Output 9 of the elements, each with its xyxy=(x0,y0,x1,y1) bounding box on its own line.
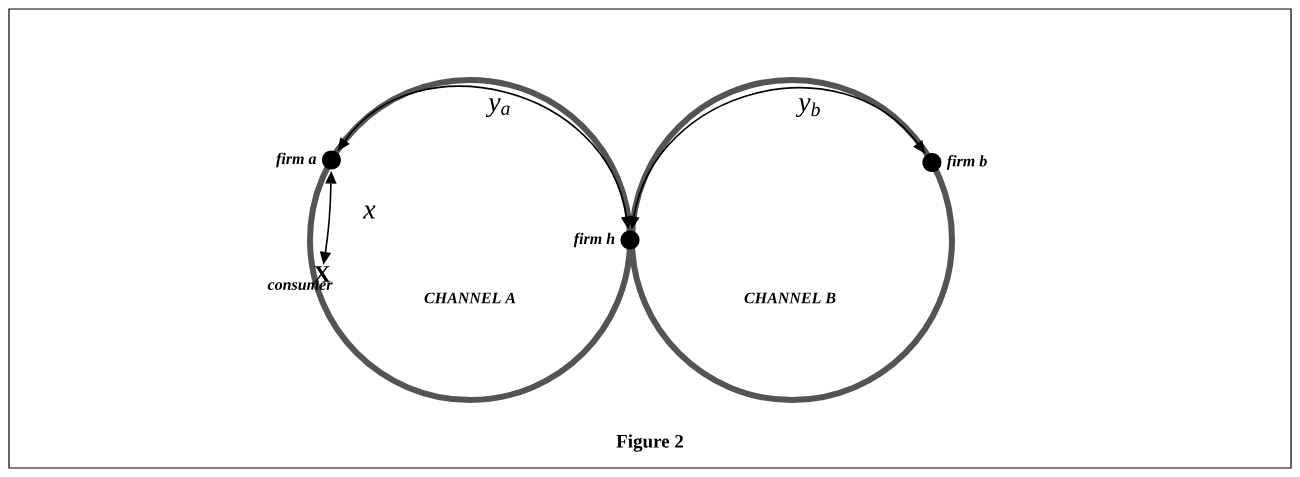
channel-label: CHANNEL A xyxy=(424,292,516,304)
firm-label: firm a xyxy=(276,152,317,168)
caption: Figure 2 xyxy=(616,434,684,452)
firm-label: firm b xyxy=(946,155,987,170)
edge-label: y$_{b}$ xyxy=(795,98,820,118)
firm-label: firm h xyxy=(573,232,615,248)
edge-label: y$_{a}$ xyxy=(485,98,510,118)
channel-label: CHANNEL B xyxy=(744,292,836,304)
edge-label: x xyxy=(362,205,376,219)
